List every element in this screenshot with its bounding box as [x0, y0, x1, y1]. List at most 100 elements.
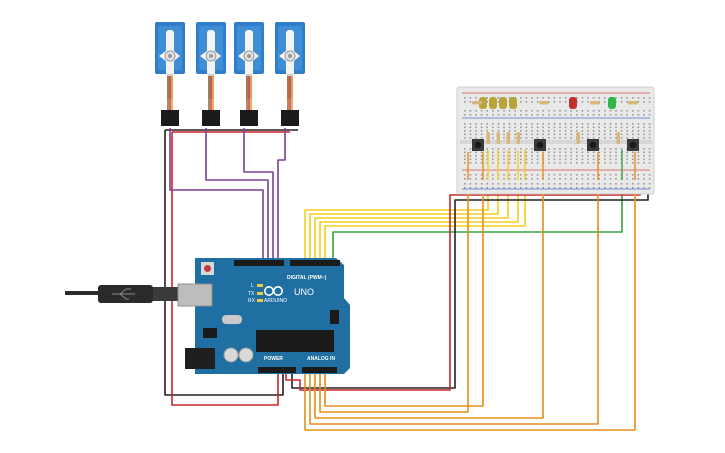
- bb-hole: [620, 130, 623, 132]
- bb-hole: [520, 110, 522, 112]
- bb-hole: [604, 183, 606, 185]
- bb-hole: [553, 178, 556, 180]
- bb-hole: [637, 187, 640, 189]
- bb-hole: [536, 162, 539, 164]
- bb-hole: [464, 137, 466, 139]
- bb-hole: [514, 174, 516, 176]
- bb-hole: [492, 162, 494, 164]
- bb-hole: [559, 148, 561, 150]
- bb-hole: [643, 151, 645, 154]
- bb-hole: [508, 174, 511, 176]
- bb-hole: [525, 178, 528, 180]
- push-button-cap[interactable]: [536, 141, 544, 149]
- bb-hole: [520, 114, 522, 116]
- bb-hole: [626, 126, 628, 129]
- push-button-cap[interactable]: [589, 141, 597, 149]
- push-button-cap[interactable]: [629, 141, 637, 149]
- resistor: [506, 132, 510, 144]
- bb-hole: [520, 133, 522, 136]
- bb-hole: [587, 126, 589, 129]
- bb-hole: [564, 137, 567, 139]
- bb-hole: [497, 123, 500, 125]
- bb-hole: [492, 148, 494, 150]
- bb-hole: [632, 151, 634, 154]
- bb-hole: [648, 123, 651, 125]
- bb-hole: [497, 126, 500, 129]
- bb-hole: [542, 187, 544, 189]
- bb-hole: [581, 126, 584, 129]
- bb-hole: [626, 178, 628, 180]
- bb-hole: [475, 137, 477, 139]
- bb-hole: [542, 97, 544, 99]
- bb-hole: [525, 174, 528, 176]
- push-button-cap[interactable]: [474, 141, 482, 149]
- bb-hole: [486, 155, 488, 157]
- bb-hole: [564, 123, 567, 125]
- bb-hole: [464, 110, 466, 112]
- resistor: [590, 101, 600, 105]
- bb-hole: [587, 162, 589, 164]
- bb-hole: [464, 148, 466, 150]
- bb-hole: [497, 183, 500, 185]
- bb-hole: [480, 183, 483, 185]
- bb-hole: [581, 133, 584, 136]
- bb-hole: [503, 126, 505, 129]
- bb-hole: [525, 155, 528, 157]
- bb-hole: [604, 187, 606, 189]
- bb-hole: [604, 114, 606, 116]
- status-leds: [257, 284, 263, 302]
- bb-hole: [592, 97, 595, 99]
- wire-green: [332, 180, 623, 262]
- bb-hole: [475, 133, 477, 136]
- bb-hole: [525, 162, 528, 164]
- bb-hole: [480, 126, 483, 129]
- bb-hole: [592, 155, 595, 157]
- bb-hole: [492, 158, 494, 161]
- bb-hole: [486, 162, 488, 164]
- bb-hole: [592, 178, 595, 180]
- bb-hole: [637, 101, 640, 103]
- bb-hole: [648, 137, 651, 139]
- bb-hole: [598, 155, 600, 157]
- bb-hole: [592, 130, 595, 132]
- bb-hole: [637, 158, 640, 161]
- bb-hole: [637, 162, 640, 164]
- bb-hole: [637, 114, 640, 116]
- bb-hole: [464, 123, 466, 125]
- bb-hole: [464, 158, 466, 161]
- bb-hole: [475, 158, 477, 161]
- bb-hole: [553, 151, 556, 154]
- servo-screw-icon: [247, 54, 251, 58]
- resistor: [516, 132, 520, 144]
- bb-hole: [598, 174, 600, 176]
- bb-hole: [620, 114, 623, 116]
- bb-hole: [542, 183, 544, 185]
- resistor: [472, 101, 482, 105]
- bb-hole: [553, 133, 556, 136]
- bb-hole: [592, 183, 595, 185]
- bb-hole: [464, 187, 466, 189]
- bb-hole: [508, 158, 511, 161]
- reset-button-cap[interactable]: [204, 265, 211, 272]
- bb-hole: [581, 97, 584, 99]
- bb-hole: [480, 123, 483, 125]
- bb-hole: [553, 174, 556, 176]
- bb-hole: [643, 178, 645, 180]
- bb-hole: [581, 183, 584, 185]
- bb-hole: [503, 178, 505, 180]
- bb-hole: [570, 174, 572, 176]
- bb-hole: [559, 158, 561, 161]
- bb-hole: [559, 174, 561, 176]
- bb-hole: [514, 114, 516, 116]
- bb-hole: [536, 178, 539, 180]
- bb-hole: [492, 174, 494, 176]
- bb-hole: [620, 110, 623, 112]
- bb-hole: [632, 133, 634, 136]
- bb-hole: [486, 148, 488, 150]
- bb-hole: [536, 130, 539, 132]
- bb-hole: [503, 174, 505, 176]
- wire-analog-3: [314, 180, 544, 419]
- bb-hole: [553, 130, 556, 132]
- led-green: [608, 97, 616, 109]
- bb-hole: [525, 110, 528, 112]
